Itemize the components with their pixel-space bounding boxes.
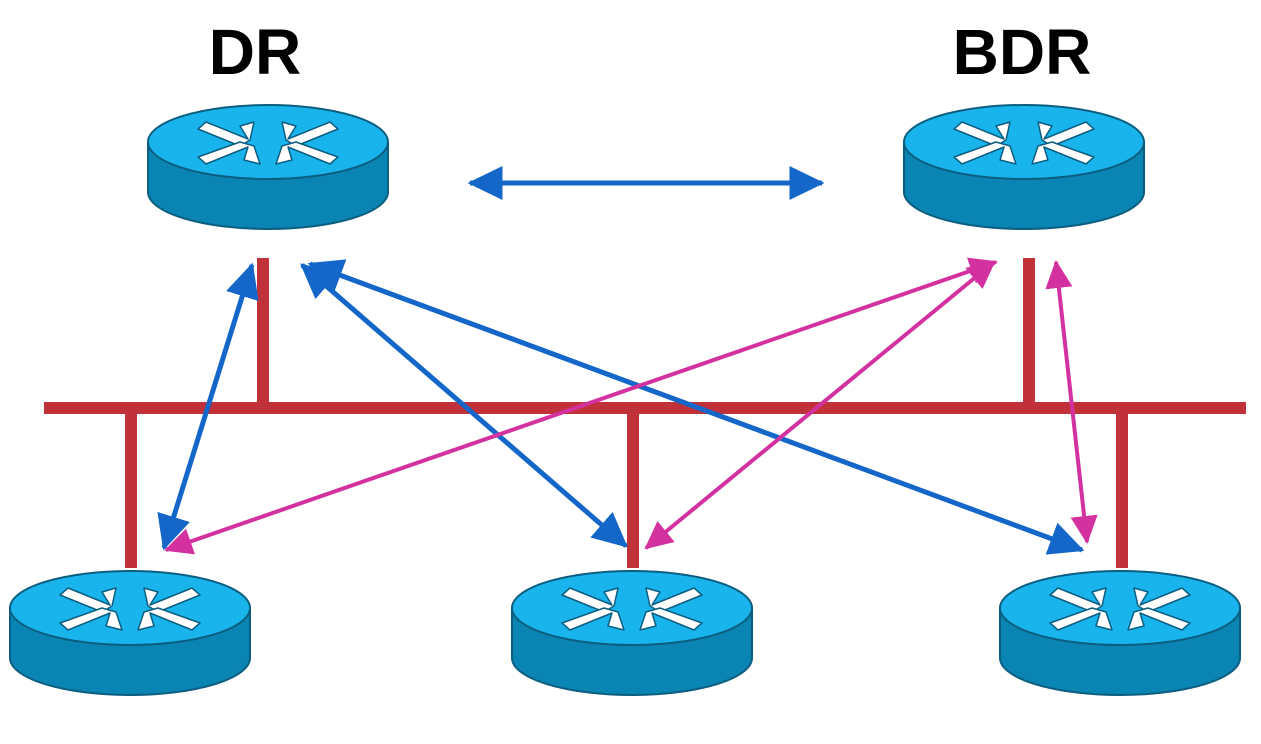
drother-left-router-icon[interactable]	[9, 570, 251, 696]
bdr-center-adjacency-arrow	[644, 260, 996, 550]
drother-right-router-icon[interactable]	[999, 570, 1241, 696]
dr-adjacencies	[157, 166, 1085, 555]
dr-label: DR	[209, 16, 301, 88]
bdr-right-adjacency-arrow	[1045, 260, 1098, 544]
bdr-adjacencies	[164, 257, 1098, 555]
network-segment	[44, 258, 1246, 568]
drother-center-router-icon[interactable]	[511, 570, 753, 696]
bdr-label: BDR	[953, 16, 1092, 88]
bdr-router-icon[interactable]	[903, 104, 1145, 230]
dr-router-icon[interactable]	[147, 104, 389, 230]
